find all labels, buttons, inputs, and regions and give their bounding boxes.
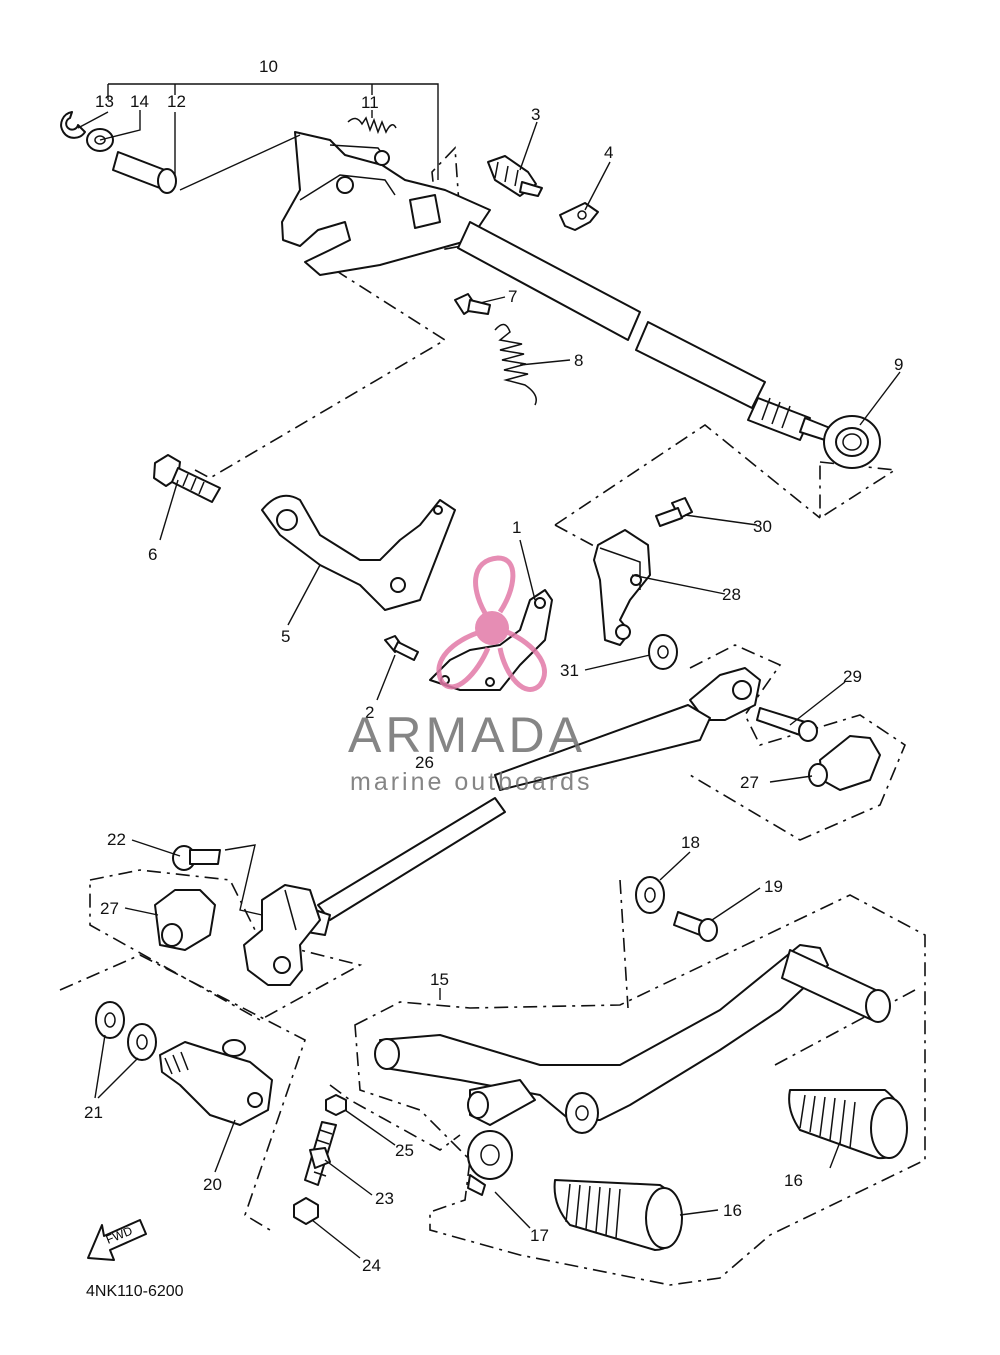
washer-21a	[95, 1001, 125, 1039]
callout-10: 10	[259, 57, 278, 76]
fwd-arrow-icon: FWD	[87, 1219, 147, 1261]
bolt-30	[655, 497, 693, 527]
callout-13: 13	[95, 92, 114, 111]
part-code: 4NK110-6200	[86, 1283, 184, 1300]
shift-shaft-20	[159, 1039, 273, 1126]
rod-end-17	[467, 1130, 513, 1196]
spring-11	[347, 116, 397, 135]
callout-3: 3	[531, 105, 540, 124]
callout-31: 31	[560, 661, 579, 680]
rod-joint-27-rear	[154, 889, 216, 951]
bolt-2	[384, 635, 419, 661]
callout-29: 29	[843, 667, 862, 686]
armada-watermark: ARMADA marine outboards	[348, 555, 593, 796]
assembly-outlines	[59, 146, 926, 1286]
callout-14: 14	[130, 92, 149, 111]
callout-25: 25	[395, 1141, 414, 1160]
watermark-tagline: marine outboards	[350, 768, 593, 796]
shift-rod-26	[294, 667, 761, 936]
callout-24: 24	[362, 1256, 381, 1275]
footrest-rubber-16a	[788, 1089, 908, 1160]
callout-28: 28	[722, 585, 741, 604]
callout-11: 11	[361, 93, 379, 112]
footrest-rubber-16b	[553, 1179, 683, 1251]
rear-shift-arm	[243, 884, 321, 986]
rod-joint-27-front	[808, 735, 881, 791]
callout-30: 30	[753, 517, 772, 536]
spring-8	[494, 323, 537, 406]
small-parts-top	[60, 111, 397, 194]
callout-12: 12	[167, 92, 186, 111]
stopper-bolt-3	[487, 155, 543, 197]
shift-shaft-spline	[747, 397, 811, 441]
bolt-7	[454, 293, 491, 315]
stopper-plate-1	[429, 589, 553, 691]
callout-16-left: 16	[723, 1201, 742, 1220]
rod-rear-outline	[89, 869, 363, 1021]
callout-26: 26	[415, 753, 434, 772]
shift-shaft-bracket	[281, 131, 491, 276]
shift-lever-5	[261, 494, 456, 611]
bolt-6	[153, 454, 221, 503]
washer-21b	[127, 1023, 157, 1061]
callout-4: 4	[604, 143, 613, 162]
shift-shaft-lower	[635, 321, 766, 409]
callout-27-rear: 27	[100, 899, 119, 918]
seal-outline	[819, 461, 898, 520]
oil-seal-9	[823, 415, 881, 469]
pedal-outline	[619, 879, 629, 1009]
washer-18	[635, 876, 665, 914]
shift-arm-outline	[554, 424, 821, 526]
leader-lines	[77, 83, 901, 1259]
callout-2: 2	[365, 703, 374, 722]
callout-22: 22	[107, 830, 126, 849]
lock-washer-4	[559, 202, 599, 231]
lever-shaft-outline	[59, 954, 306, 1231]
bolt-19	[673, 911, 718, 942]
rubber-outline	[774, 989, 916, 1066]
callout-27-front: 27	[740, 773, 759, 792]
callout-9: 9	[894, 355, 903, 374]
circlip-13	[60, 111, 86, 139]
propeller-logo-icon	[436, 555, 547, 692]
callout-7: 7	[508, 287, 517, 306]
shift-shaft-assembly	[281, 131, 831, 441]
nut-24	[293, 1197, 319, 1225]
callout-1: 1	[512, 518, 521, 537]
callout-5: 5	[281, 627, 290, 646]
callout-15: 15	[430, 970, 449, 989]
callout-labels: 10 13 14 12 11 3 4 7 8 9 6 5 1 2 30 28 3…	[84, 57, 903, 1300]
callout-16-right: 16	[784, 1171, 803, 1190]
watermark-brand: ARMADA	[348, 707, 586, 763]
callout-19: 19	[764, 877, 783, 896]
callout-17: 17	[530, 1226, 549, 1245]
shift-shaft-upper	[457, 221, 641, 341]
callout-6: 6	[148, 545, 157, 564]
callout-18: 18	[681, 833, 700, 852]
washer-31	[648, 634, 678, 670]
pedal-main-outline	[354, 894, 926, 1286]
callout-20: 20	[203, 1175, 222, 1194]
nut-25	[325, 1094, 347, 1116]
bolt-29	[756, 707, 818, 742]
callout-8: 8	[574, 351, 583, 370]
adjust-bolt-23	[304, 1121, 337, 1186]
bolt-22	[172, 845, 221, 871]
shaft-group-outline	[194, 269, 447, 479]
bolt-outline	[329, 1084, 461, 1151]
callout-23: 23	[375, 1189, 394, 1208]
callout-21: 21	[84, 1103, 103, 1122]
shift-pedal-15	[374, 944, 891, 1134]
